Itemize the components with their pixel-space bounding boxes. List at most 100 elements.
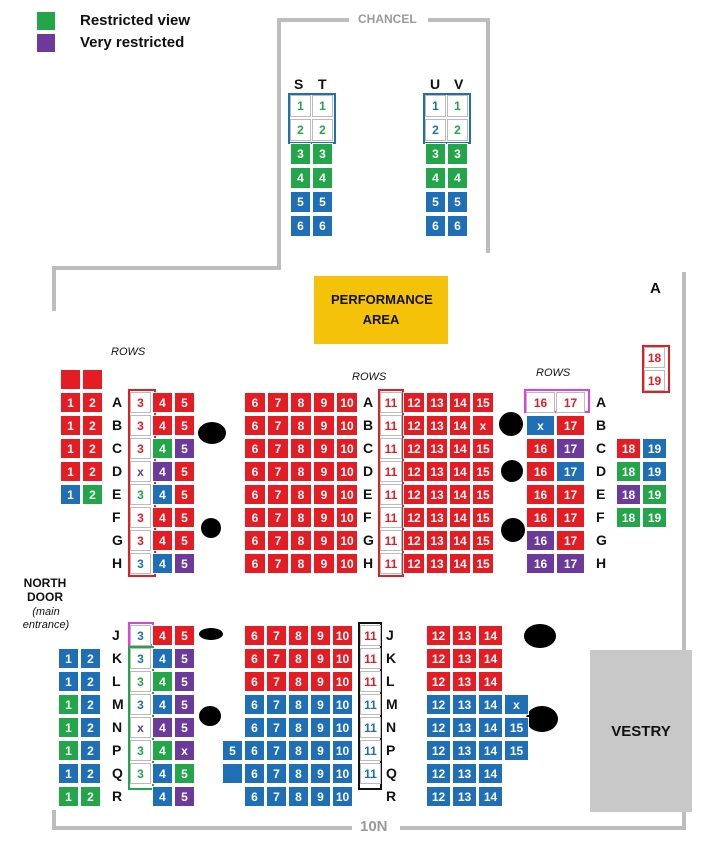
- seat-ll[interactable]: 5: [174, 786, 195, 807]
- seat-lr[interactable]: 14: [478, 717, 503, 738]
- seat-uc[interactable]: 8: [290, 530, 312, 551]
- seat-lc[interactable]: 6: [244, 717, 265, 738]
- seat-uc[interactable]: 9: [313, 438, 335, 459]
- seat-lr[interactable]: 14: [478, 786, 503, 807]
- seat-west[interactable]: 1: [60, 415, 81, 436]
- seat-ul[interactable]: 3: [130, 392, 151, 413]
- seat-lr[interactable]: 13: [452, 694, 477, 715]
- seat-lc[interactable]: 8: [288, 717, 309, 738]
- seat-chancel-uv[interactable]: 4: [447, 167, 468, 189]
- seat-ur[interactable]: 11: [380, 415, 402, 436]
- seat-lw[interactable]: 2: [80, 671, 101, 692]
- seat-uc[interactable]: 7: [267, 392, 289, 413]
- seat-ur[interactable]: 15: [472, 553, 494, 574]
- seat-ul[interactable]: 3: [130, 484, 151, 505]
- seat-ur[interactable]: 15: [472, 507, 494, 528]
- seat-lc[interactable]: 10: [332, 625, 353, 646]
- seat-chancel-st[interactable]: 4: [312, 167, 333, 189]
- seat-lc[interactable]: 7: [266, 648, 287, 669]
- seat-ul[interactable]: 5: [174, 530, 195, 551]
- seat-ue[interactable]: 16: [526, 553, 555, 574]
- seat-ur[interactable]: 12: [403, 461, 425, 482]
- seat-chancel-st[interactable]: 1: [312, 95, 333, 117]
- seat-ul[interactable]: 4: [152, 553, 173, 574]
- seat-ur[interactable]: 14: [449, 461, 471, 482]
- seat-lr[interactable]: 12: [426, 694, 451, 715]
- seat-lw[interactable]: 1: [58, 740, 79, 761]
- seat-ur[interactable]: 14: [449, 438, 471, 459]
- seat-chancel-uv[interactable]: 3: [425, 143, 446, 165]
- seat-lc[interactable]: 6: [244, 763, 265, 784]
- seat-uc[interactable]: 10: [336, 438, 358, 459]
- seat-ur[interactable]: 14: [449, 530, 471, 551]
- seat-lc[interactable]: 9: [310, 671, 331, 692]
- seat-lc[interactable]: 9: [310, 717, 331, 738]
- seat-uc[interactable]: 10: [336, 507, 358, 528]
- seat-l11[interactable]: 11: [360, 763, 381, 784]
- seat-ll[interactable]: 4: [152, 648, 173, 669]
- seat-lc[interactable]: 10: [332, 763, 353, 784]
- seat-chancel-st[interactable]: 3: [290, 143, 311, 165]
- seat-chancel-st[interactable]: 6: [312, 215, 333, 237]
- seat-ue[interactable]: 17: [556, 438, 585, 459]
- seat-lr[interactable]: 13: [452, 740, 477, 761]
- seat-uc[interactable]: 6: [244, 553, 266, 574]
- seat-ur[interactable]: 11: [380, 507, 402, 528]
- seat-lc[interactable]: 9: [310, 694, 331, 715]
- seat-lc[interactable]: 10: [332, 786, 353, 807]
- seat-ue[interactable]: 16: [526, 392, 555, 413]
- seat-ue[interactable]: 17: [556, 553, 585, 574]
- seat-lc[interactable]: 7: [266, 763, 287, 784]
- seat-chancel-st[interactable]: 4: [290, 167, 311, 189]
- seat-chancel-uv[interactable]: 1: [425, 95, 446, 117]
- seat-ur[interactable]: 13: [426, 553, 448, 574]
- seat-lc[interactable]: 10: [332, 694, 353, 715]
- seat-uc[interactable]: 7: [267, 415, 289, 436]
- seat-west[interactable]: 2: [82, 438, 103, 459]
- seat-uc[interactable]: 9: [313, 392, 335, 413]
- seat-ue[interactable]: 17: [556, 507, 585, 528]
- seat-ur[interactable]: 14: [449, 415, 471, 436]
- seat-ul[interactable]: 4: [152, 507, 173, 528]
- seat-uc[interactable]: 7: [267, 530, 289, 551]
- seat-west[interactable]: [60, 369, 81, 390]
- seat-lr[interactable]: 12: [426, 740, 451, 761]
- seat-uc[interactable]: 8: [290, 461, 312, 482]
- seat-west[interactable]: 1: [60, 392, 81, 413]
- seat-far[interactable]: 18: [616, 438, 641, 459]
- seat-lc[interactable]: 6: [244, 740, 265, 761]
- seat-ur[interactable]: 12: [403, 392, 425, 413]
- seat-lc[interactable]: 6: [244, 648, 265, 669]
- seat-chancel-st[interactable]: 1: [290, 95, 311, 117]
- seat-ur[interactable]: 13: [426, 392, 448, 413]
- seat-ur[interactable]: 13: [426, 415, 448, 436]
- seat-ll[interactable]: 4: [152, 763, 173, 784]
- seat-west[interactable]: 1: [60, 438, 81, 459]
- seat-ul[interactable]: 5: [174, 484, 195, 505]
- seat-lc[interactable]: 8: [288, 648, 309, 669]
- seat-ue[interactable]: 17: [556, 415, 585, 436]
- seat-ur[interactable]: 13: [426, 530, 448, 551]
- seat-lc[interactable]: 8: [288, 694, 309, 715]
- seat-ur[interactable]: 15: [472, 530, 494, 551]
- seat-ll[interactable]: 4: [152, 740, 173, 761]
- seat-ue[interactable]: 16: [526, 530, 555, 551]
- seat-west[interactable]: 1: [60, 461, 81, 482]
- seat-ul[interactable]: 3: [130, 553, 151, 574]
- seat-uc[interactable]: 7: [267, 461, 289, 482]
- seat-uc[interactable]: 10: [336, 392, 358, 413]
- seat-ue[interactable]: 17: [556, 530, 585, 551]
- seat-uc[interactable]: 8: [290, 484, 312, 505]
- seat-ul[interactable]: 5: [174, 415, 195, 436]
- seat-ur[interactable]: 14: [449, 553, 471, 574]
- seat-far[interactable]: 19: [642, 461, 667, 482]
- seat-ur[interactable]: 11: [380, 530, 402, 551]
- seat-balc[interactable]: 18: [644, 347, 665, 368]
- seat-chancel-uv[interactable]: 2: [447, 119, 468, 141]
- seat-uc[interactable]: 6: [244, 507, 266, 528]
- seat-lr[interactable]: 14: [478, 763, 503, 784]
- seat-lc[interactable]: 10: [332, 671, 353, 692]
- seat-chancel-st[interactable]: 3: [312, 143, 333, 165]
- seat-uc[interactable]: 9: [313, 553, 335, 574]
- seat-lc[interactable]: 6: [244, 625, 265, 646]
